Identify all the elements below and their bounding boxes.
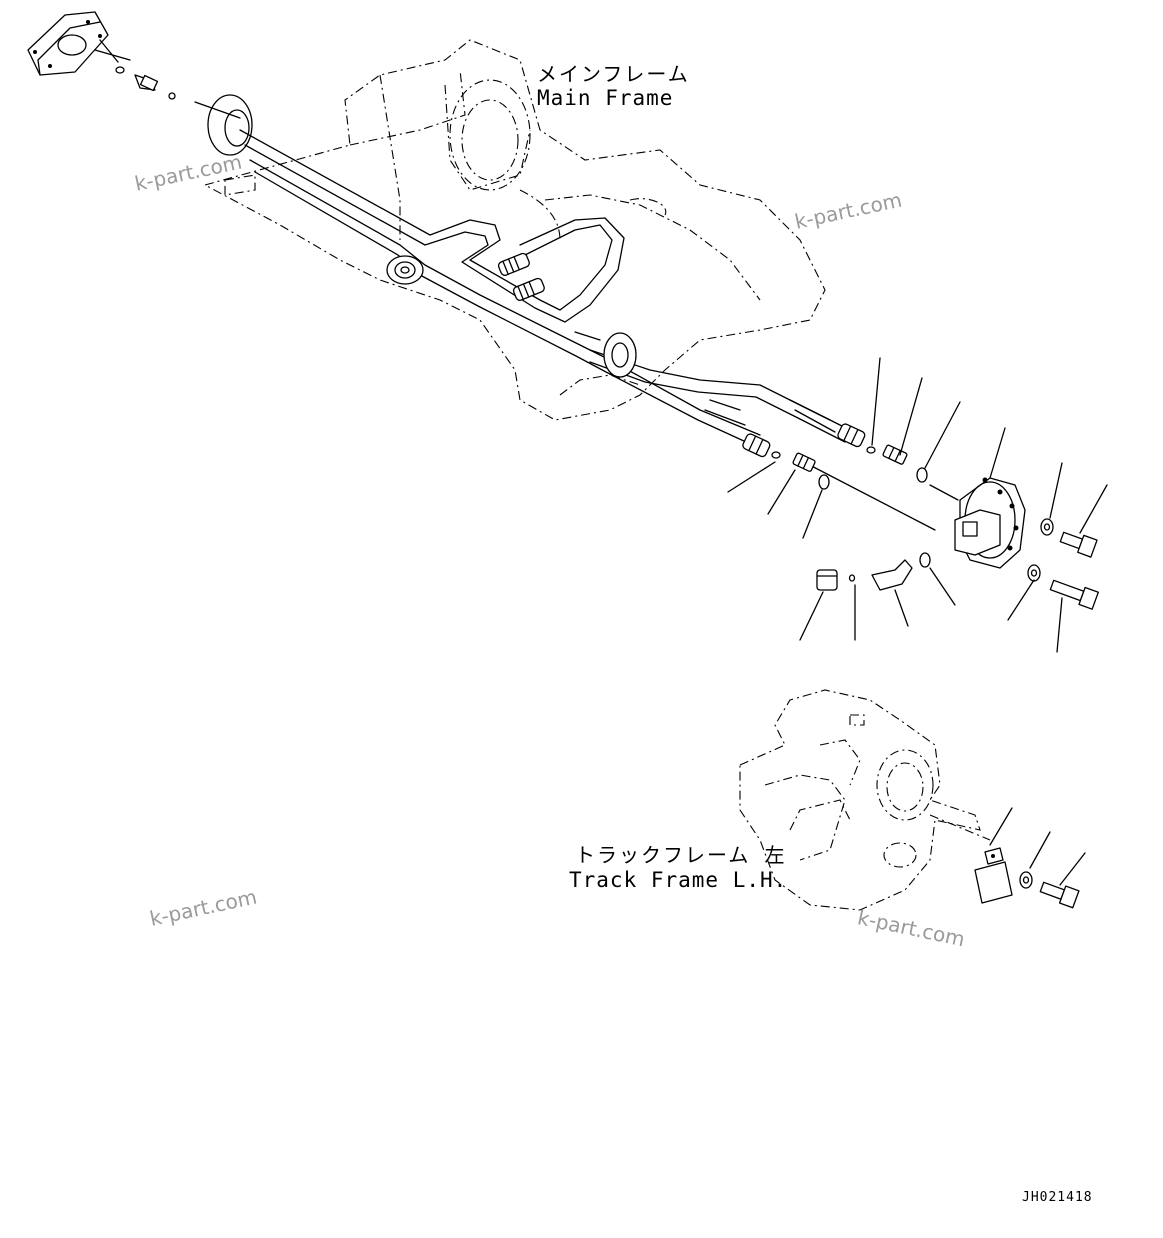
block-connector-top xyxy=(27,11,131,76)
swivel-joint xyxy=(207,94,637,378)
drawing-code: JH021418 xyxy=(1022,1190,1093,1205)
o-rings-and-adapters xyxy=(771,444,928,490)
hydraulic-tubes xyxy=(239,129,936,531)
adapter-top xyxy=(115,66,241,119)
track-frame-label-jp: トラックフレーム 左 xyxy=(575,843,787,867)
tube-fittings xyxy=(497,252,866,458)
washers-and-bolts-right xyxy=(1027,518,1099,610)
main-frame-label-jp: メインフレーム xyxy=(537,62,690,86)
track-frame-outline xyxy=(739,689,991,911)
main-frame-label-en: Main Frame xyxy=(537,86,674,110)
elbow-and-cap xyxy=(816,552,931,591)
leader-lines xyxy=(727,357,1108,886)
main-frame-outline xyxy=(203,39,826,421)
block-connector-right xyxy=(929,477,1026,569)
track-frame-bracket xyxy=(974,847,1080,909)
track-frame-label-en: Track Frame L.H. xyxy=(569,868,788,892)
